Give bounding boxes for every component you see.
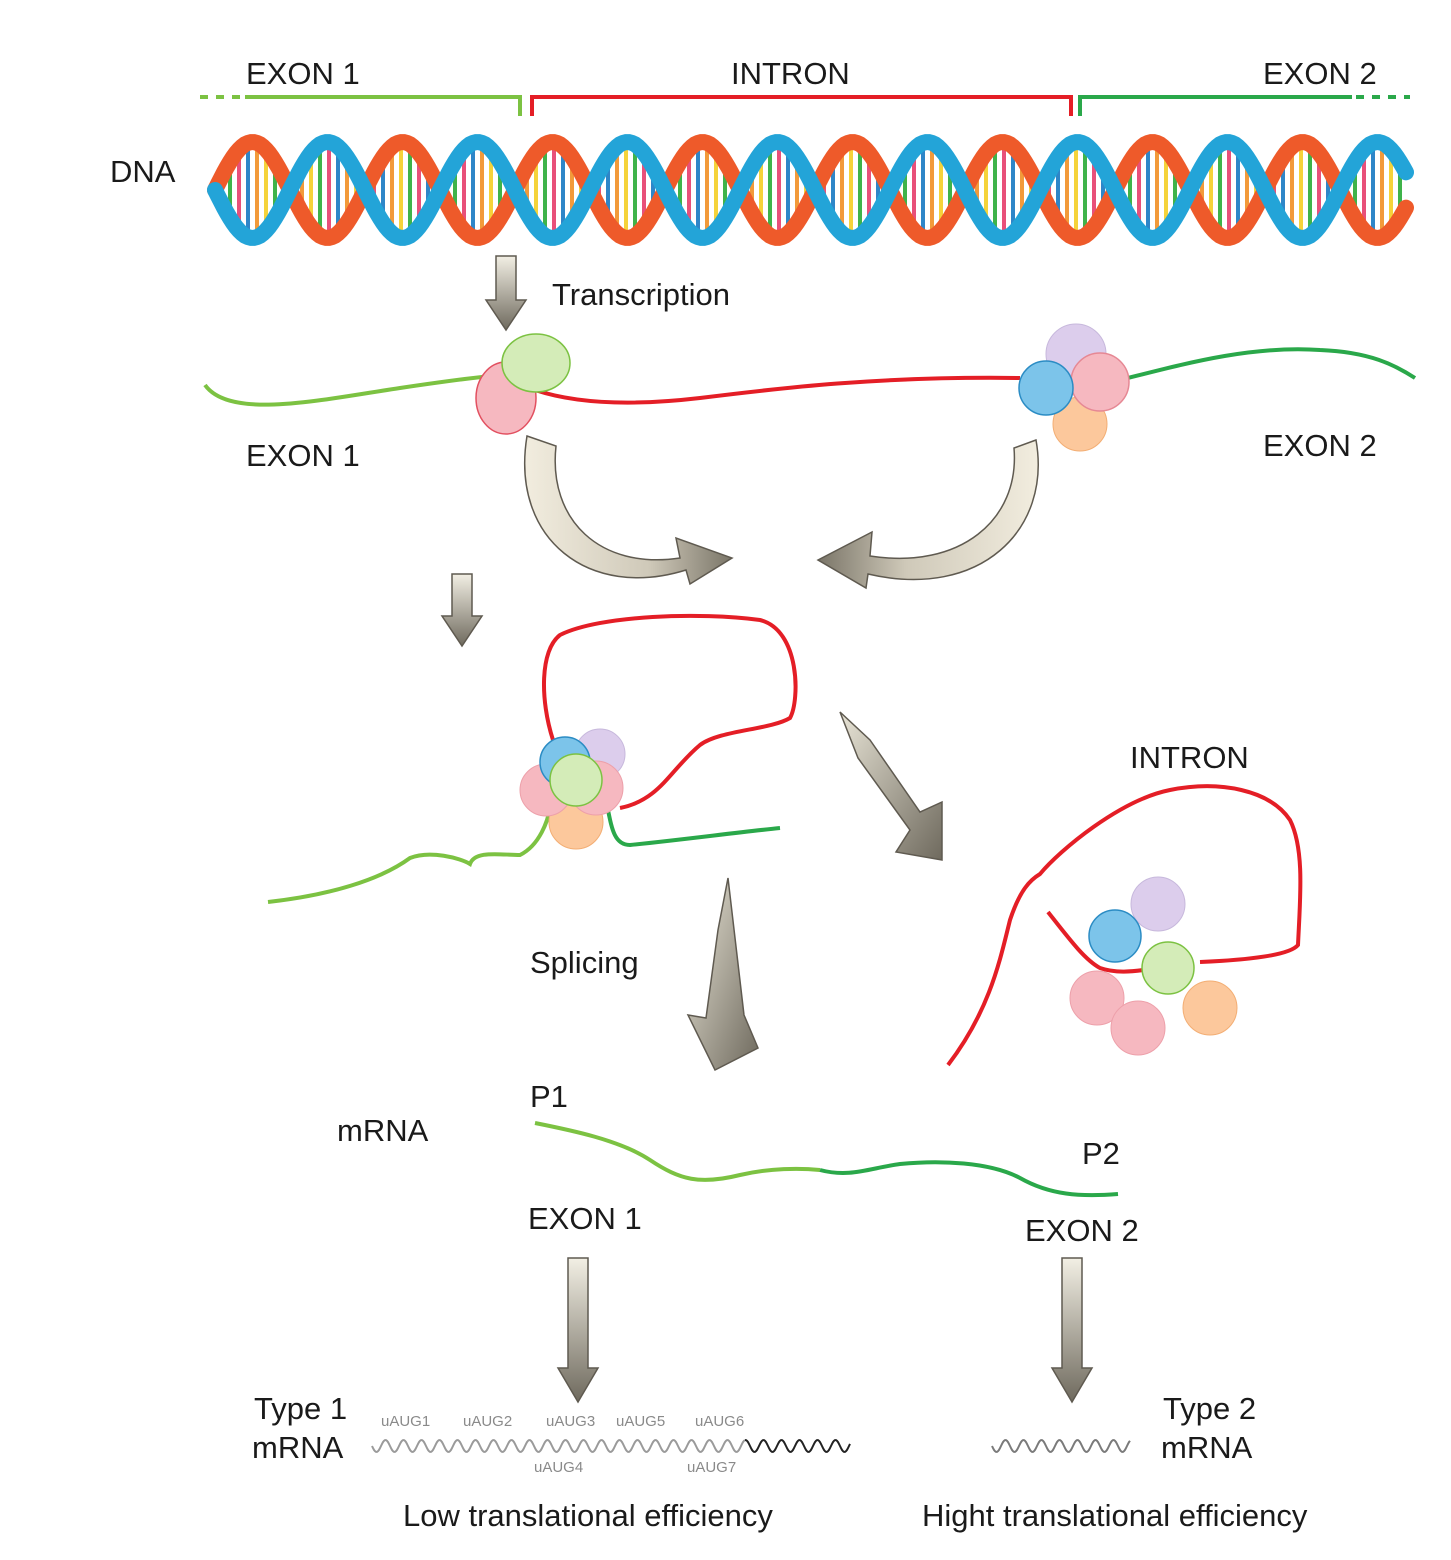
exon2-bracket (1078, 95, 1410, 116)
dna-label: DNA (110, 154, 176, 189)
uaug1-label: uAUG1 (381, 1413, 431, 1430)
exon1-translation-arrow (556, 1257, 600, 1404)
type2-mrna-wave (991, 1439, 1131, 1453)
released-proteins (1069, 876, 1238, 1056)
assembly-arrow (440, 573, 484, 648)
excised-intron-label: INTRON (1130, 740, 1249, 775)
splicing-label: Splicing (530, 945, 639, 980)
transcription-arrow (484, 255, 528, 332)
type2-label-line2: mRNA (1161, 1430, 1253, 1465)
type1-mrna-wave (371, 1439, 851, 1453)
exon2-translation-arrow (1050, 1257, 1094, 1404)
mrna-exon1-strand (534, 1121, 821, 1182)
uaug7-label: uAUG7 (687, 1459, 737, 1476)
type2-wave (991, 1439, 1131, 1453)
spliced-exon1-strand (267, 807, 552, 904)
middle-protein-complex (519, 728, 626, 850)
excised-intron-lariat (946, 784, 1303, 1067)
type2-label-line1: Type 2 (1163, 1391, 1257, 1426)
left-curved-arrow (524, 435, 734, 586)
uaug4-label: uAUG4 (534, 1459, 584, 1476)
dna-double-helix (207, 134, 1414, 246)
excised-intron-tail (1046, 910, 1161, 974)
lariat-intron-strand (541, 613, 798, 810)
pre-mrna-intron-strand (534, 375, 1021, 405)
intron-release-arrow (839, 711, 943, 861)
type1-label-line2: mRNA (252, 1430, 344, 1465)
right-protein-complex (1018, 323, 1130, 452)
splicing-arrow (686, 877, 759, 1072)
pre-mrna-exon2-strand (1119, 347, 1417, 382)
type1-label-line1: Type 1 (254, 1391, 348, 1426)
high-efficiency-caption: Hight translational efficiency (922, 1498, 1308, 1533)
mrna-exon1-label: EXON 1 (528, 1201, 642, 1236)
left-protein-complex (475, 333, 571, 435)
top-exon1-label: EXON 1 (246, 56, 360, 91)
type1-wave-utr (371, 1439, 746, 1453)
mrna-exon2-label: EXON 2 (1025, 1213, 1139, 1248)
low-efficiency-caption: Low translational efficiency (403, 1498, 773, 1533)
pre-mrna-exon1-label: EXON 1 (246, 438, 360, 473)
p2-label: P2 (1082, 1136, 1120, 1171)
uaug5-label: uAUG5 (616, 1413, 666, 1430)
right-curved-arrow (816, 438, 1039, 590)
dna-strand-blue (207, 134, 1414, 246)
top-intron-label: INTRON (731, 56, 850, 91)
pre-mrna-exon2-label: EXON 2 (1263, 428, 1377, 463)
top-exon2-label: EXON 2 (1263, 56, 1377, 91)
uaug2-label: uAUG2 (463, 1413, 513, 1430)
uaug6-label: uAUG6 (695, 1413, 745, 1430)
uaug3-label: uAUG3 (546, 1413, 596, 1430)
spliced-exon2-strand (606, 809, 781, 848)
intron-bracket (530, 95, 1073, 116)
mrna-exon2-strand (819, 1160, 1119, 1198)
transcription-label: Transcription (552, 277, 731, 312)
type1-wave-coding (745, 1439, 851, 1453)
mrna-label: mRNA (337, 1113, 429, 1148)
p1-label: P1 (530, 1079, 568, 1114)
exon1-bracket (200, 95, 522, 116)
dna-strand-orange (207, 134, 1414, 246)
pre-mrna-exon1-strand (203, 373, 501, 407)
